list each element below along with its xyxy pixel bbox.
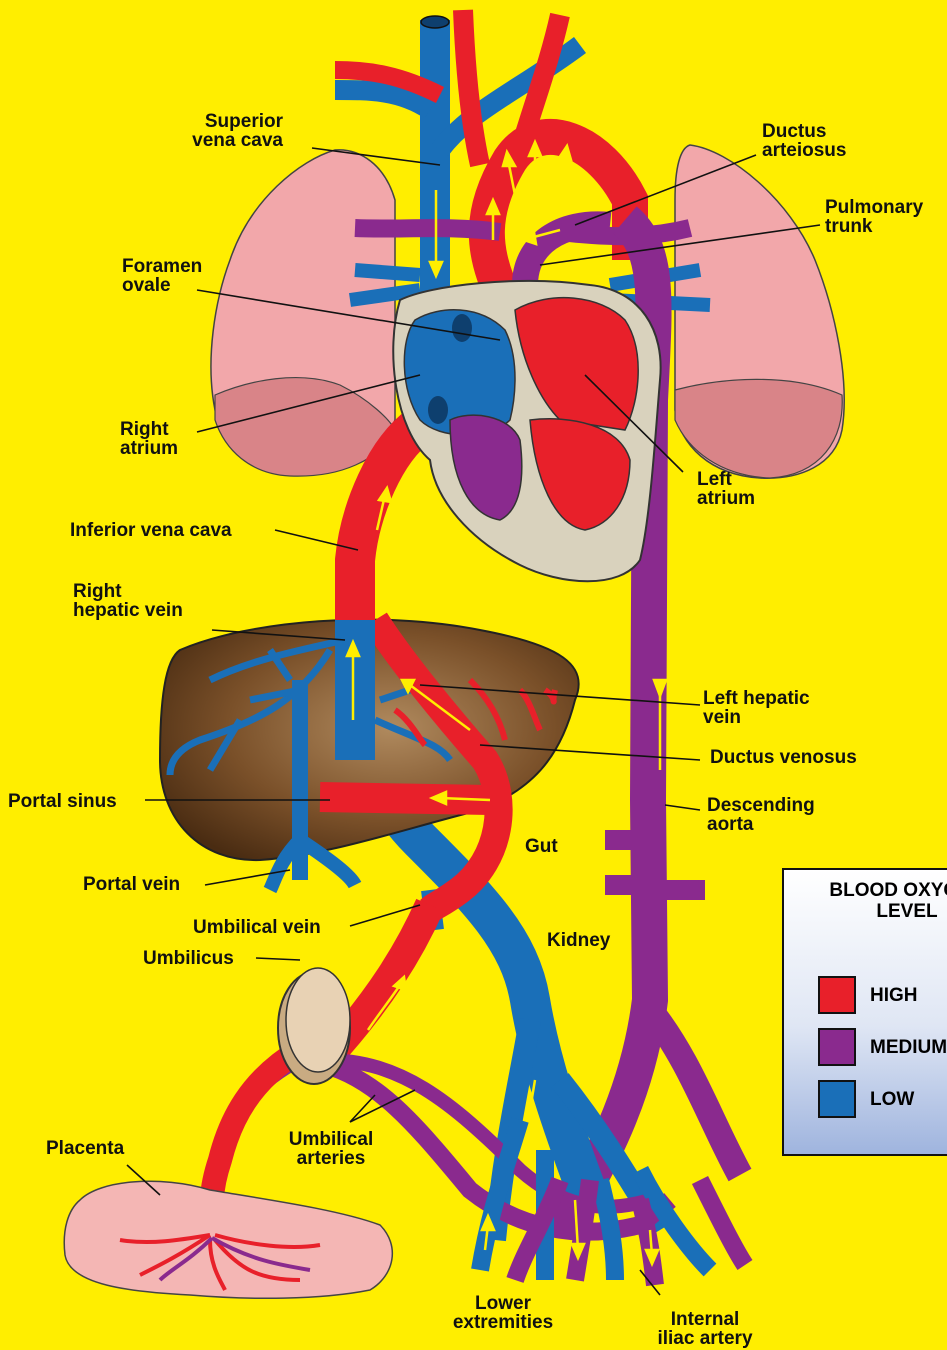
portal-sinus-label: Portal sinus	[8, 792, 117, 811]
umbilical-vein-label: Umbilical vein	[193, 918, 321, 937]
gut-label: Gut	[525, 837, 558, 856]
right-lung	[211, 150, 395, 476]
legend-label-high: HIGH	[870, 985, 918, 1007]
legend-label-medium: MEDIUM	[870, 1037, 947, 1059]
descending-aorta-label: Descending aorta	[707, 796, 815, 834]
heart	[393, 281, 660, 581]
legend-label-low: LOW	[870, 1089, 914, 1111]
portal-vein-label: Portal vein	[83, 875, 180, 894]
legend-swatch-low	[818, 1080, 856, 1118]
superior-vena-cava-label: Superior vena cava	[170, 112, 283, 150]
inferior-vena-cava-label: Inferior vena cava	[70, 521, 232, 540]
legend-swatch-medium	[818, 1028, 856, 1066]
legend-swatch-high	[818, 976, 856, 1014]
umbilicus-label: Umbilicus	[143, 949, 234, 968]
legend-title: BLOOD OXYGEN LEVEL	[792, 880, 947, 922]
left-atrium-label: Left atrium	[697, 470, 755, 508]
pulmonary-trunk-label: Pulmonary trunk	[825, 198, 923, 236]
umbilicus	[278, 968, 350, 1084]
ductus-arteriosus-label: Ductus arteiosus	[762, 122, 846, 160]
umbilical-arteries-label: Umbilical arteries	[276, 1130, 386, 1168]
right-atrium-label: Right atrium	[120, 420, 178, 458]
blood-oxygen-legend: BLOOD OXYGEN LEVEL HIGH MEDIUM LOW	[782, 868, 947, 1156]
left-hepatic-vein-label: Left hepatic vein	[703, 689, 810, 727]
ductus-venosus-label: Ductus venosus	[710, 748, 857, 767]
placenta	[64, 1181, 392, 1298]
lower-extremities-label: Lower extremities	[438, 1294, 568, 1332]
placenta-label: Placenta	[46, 1139, 124, 1158]
foramen-ovale-label: Foramen ovale	[122, 257, 202, 295]
internal-iliac-artery-label: Internal iliac artery	[640, 1310, 770, 1348]
right-hepatic-vein-label: Right hepatic vein	[73, 582, 183, 620]
left-lung	[675, 145, 844, 478]
kidney-label: Kidney	[547, 931, 610, 950]
